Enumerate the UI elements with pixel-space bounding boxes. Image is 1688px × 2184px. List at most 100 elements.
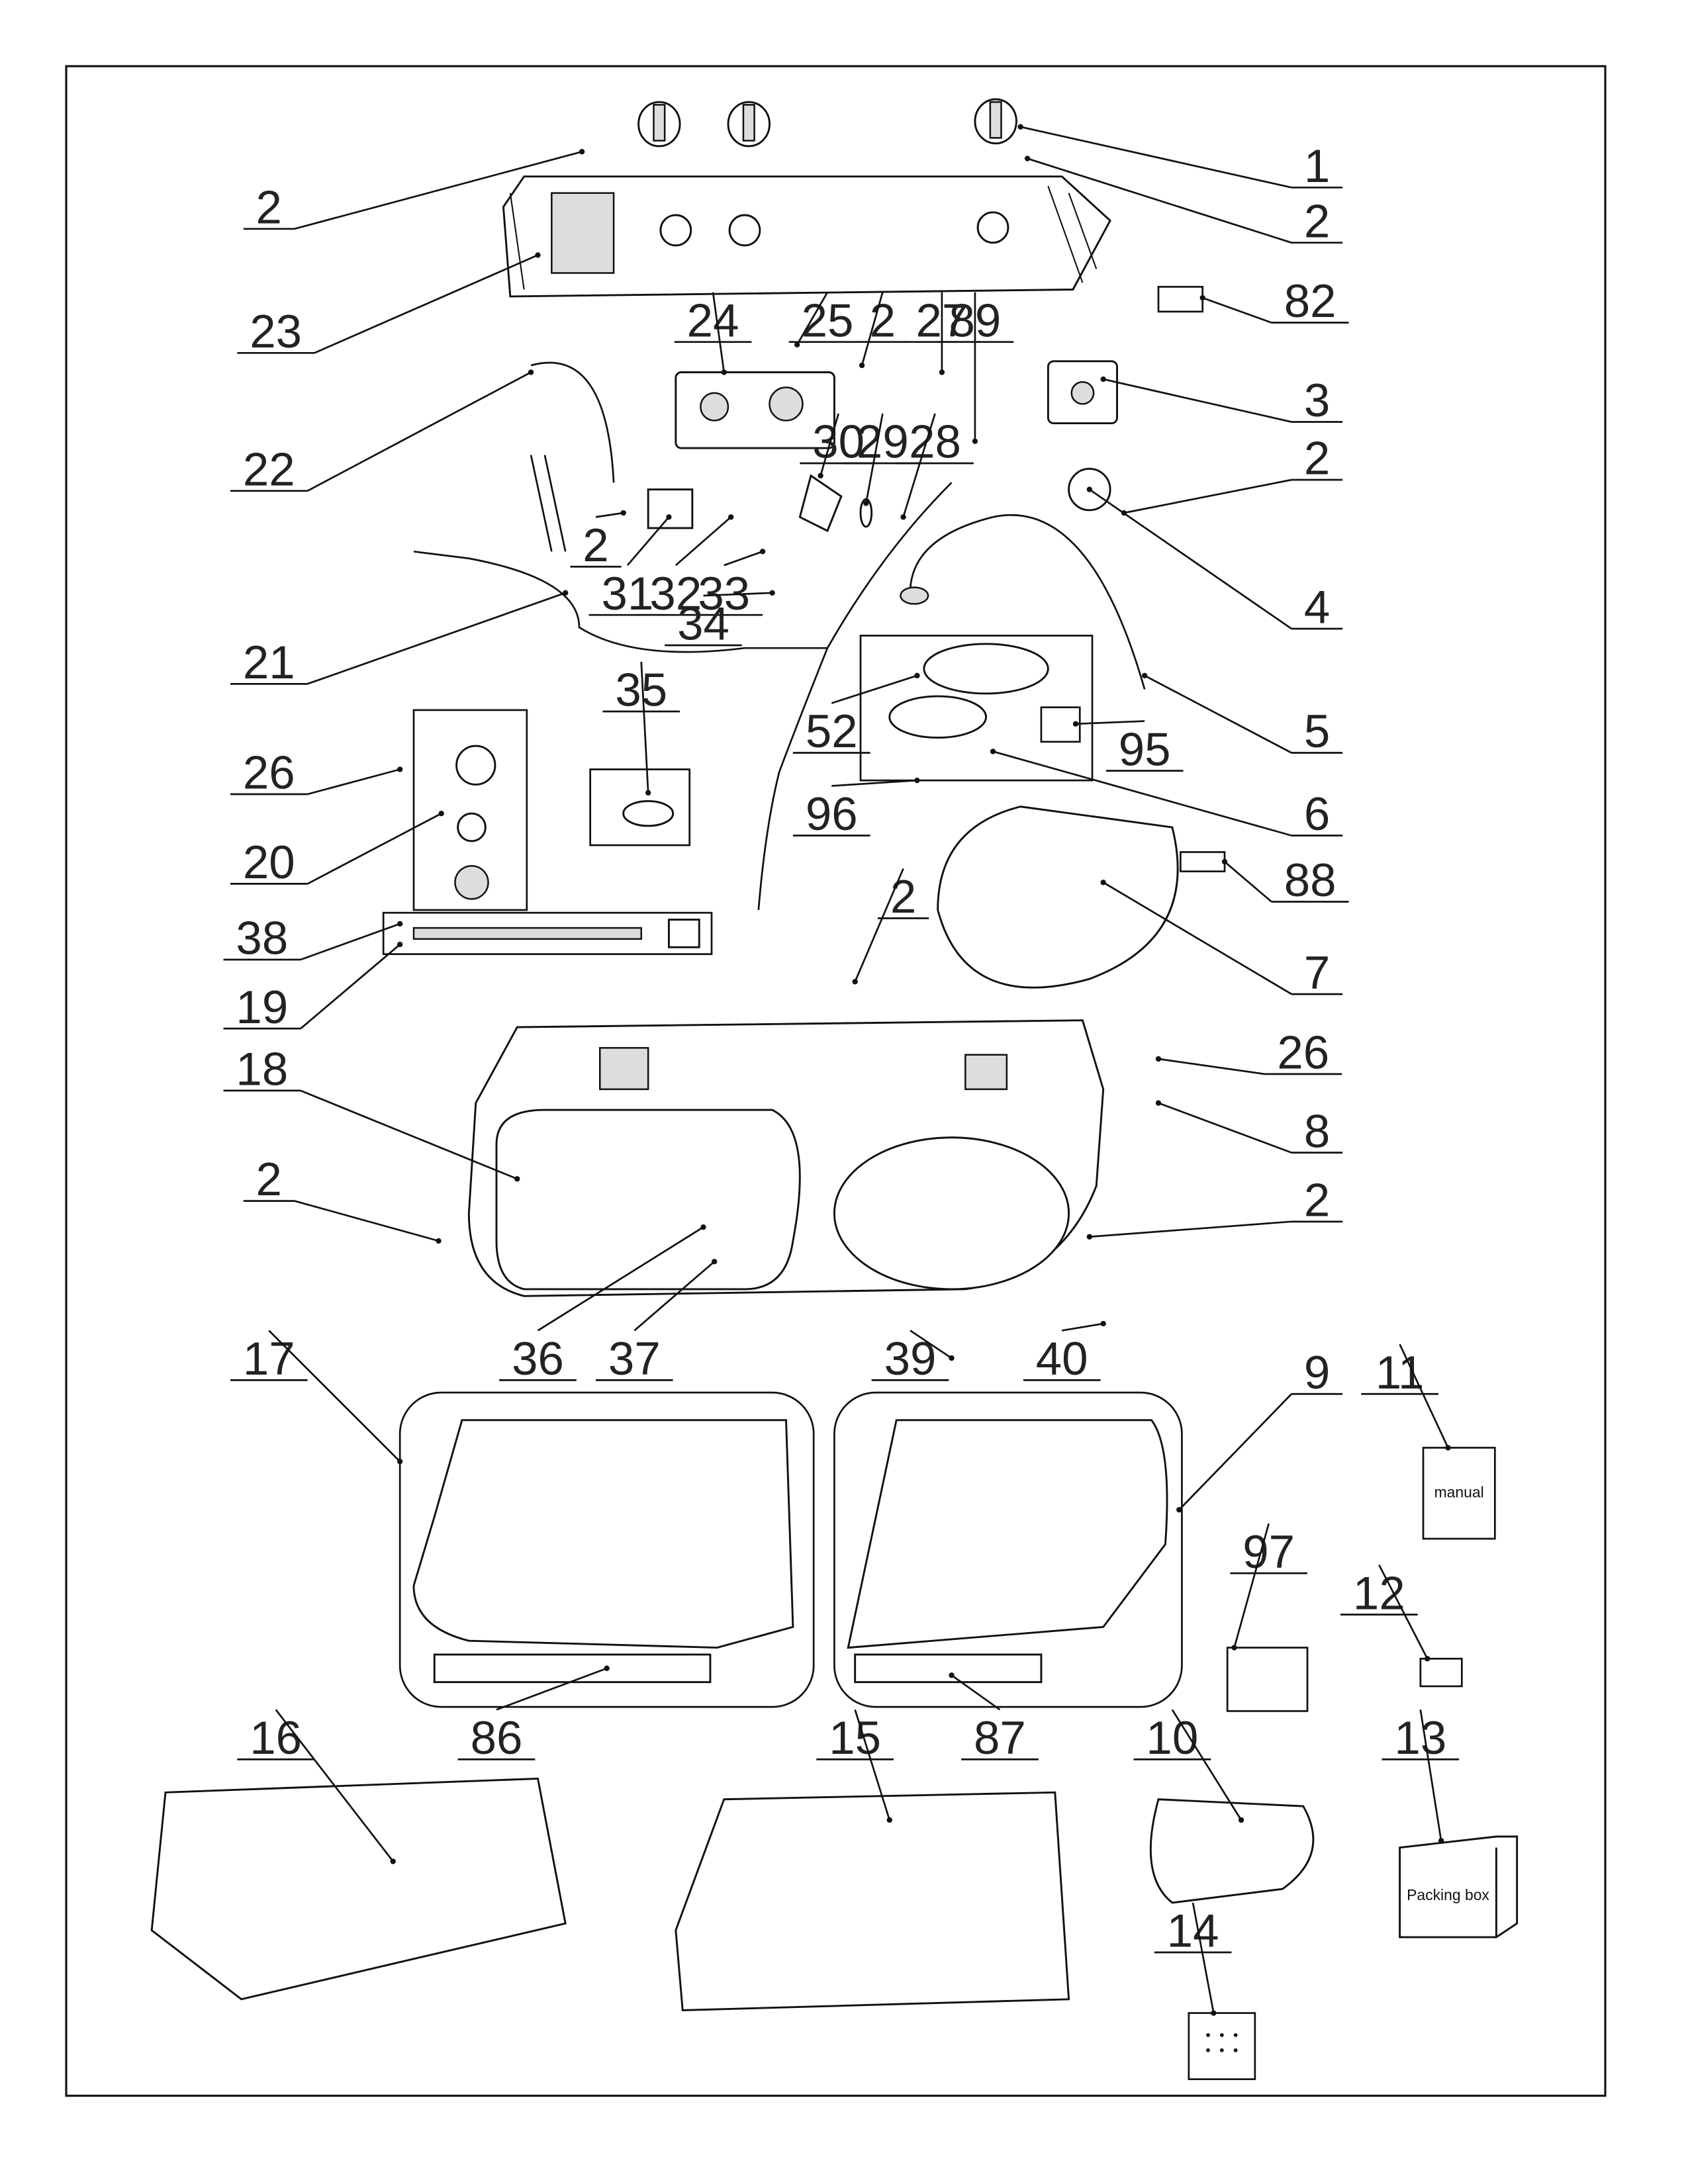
leader-line	[861, 292, 884, 366]
leader-line	[712, 292, 726, 373]
leader-dot	[397, 766, 403, 772]
callout-7: 7	[1100, 880, 1343, 999]
callout-number: 36	[512, 1333, 564, 1385]
leader-dot	[579, 149, 585, 155]
callout-number: 3	[1304, 375, 1330, 427]
leader-line	[1089, 1220, 1292, 1238]
leader-line	[300, 1089, 518, 1180]
leader-line	[675, 516, 732, 567]
callout-number: 9	[1304, 1347, 1330, 1399]
leader-dot	[712, 1259, 718, 1265]
leader-line	[314, 254, 539, 354]
callout-2: 2	[1024, 156, 1343, 248]
leader-line	[854, 868, 904, 982]
wiring-harness	[413, 361, 1146, 911]
callout-1: 1	[1017, 124, 1343, 193]
callout-number: 19	[236, 981, 288, 1034]
leader-dot	[397, 1459, 403, 1465]
leader-dot	[1445, 1445, 1451, 1451]
box-12	[1419, 1657, 1463, 1688]
callout-29: 29	[844, 413, 921, 506]
callout-22: 22	[230, 369, 534, 496]
callout-32: 32	[637, 514, 734, 620]
callout-number: 37	[608, 1333, 661, 1385]
leader-dot	[604, 1665, 610, 1671]
leader-line	[300, 944, 401, 1030]
leader-dot	[1017, 124, 1023, 130]
callout-2: 2	[243, 149, 585, 234]
leader-dot	[972, 438, 978, 444]
manual-box	[1422, 1447, 1496, 1540]
callout-number: 82	[1284, 275, 1336, 328]
callout-number: 16	[250, 1712, 302, 1764]
leader-line	[1020, 126, 1292, 189]
packing-box-text: Packing box	[1407, 1886, 1489, 1903]
leader-dot	[1176, 1507, 1182, 1513]
callout-26: 26	[230, 747, 403, 799]
leader-dot	[397, 941, 403, 948]
leader-dot	[1438, 1838, 1444, 1844]
leader-dot	[1155, 1100, 1162, 1106]
switch-31	[647, 488, 694, 529]
callout-2: 2	[857, 292, 908, 369]
callout-13: 13	[1382, 1709, 1460, 1844]
leader-line	[294, 150, 583, 230]
leader-dot	[436, 1238, 442, 1244]
callout-number: 32	[649, 568, 702, 620]
leader-dot	[900, 514, 906, 520]
leader-dot	[1199, 295, 1205, 301]
callout-35: 35	[602, 661, 680, 796]
leader-line	[910, 1330, 953, 1359]
callout-86: 86	[457, 1665, 610, 1764]
leader-dot	[769, 590, 775, 596]
callout-number: 86	[471, 1712, 523, 1764]
leader-dot	[645, 790, 651, 796]
leader-line	[306, 371, 532, 492]
leader-dot	[939, 369, 945, 375]
callout-number: 2	[256, 1154, 282, 1206]
callout-number: 31	[602, 568, 654, 620]
callout-39: 39	[871, 1330, 955, 1385]
leader-line	[703, 592, 773, 597]
callout-25: 25	[788, 291, 867, 347]
leader-line	[1233, 1523, 1270, 1648]
leader-line	[831, 779, 917, 787]
callout-24: 24	[674, 292, 752, 375]
leader-dot	[1221, 858, 1228, 865]
callout-18: 18	[223, 1044, 520, 1182]
tub-body	[467, 1019, 1105, 1297]
leader-line	[865, 413, 884, 504]
callout-number: 5	[1304, 705, 1330, 758]
callout-number: 11	[1376, 1347, 1425, 1399]
callout-20: 20	[230, 811, 444, 889]
leader-line	[820, 413, 839, 477]
leader-line	[1192, 1902, 1215, 2013]
callout-12: 12	[1340, 1564, 1430, 1662]
callout-number: 97	[1243, 1526, 1295, 1578]
callout-2: 2	[1121, 433, 1343, 516]
callout-8: 8	[1155, 1100, 1343, 1158]
callout-number: 26	[243, 747, 295, 799]
callout-38: 38	[223, 913, 403, 965]
callout-number: 25	[802, 295, 854, 347]
leader-line	[902, 413, 936, 518]
leader-line	[306, 812, 442, 885]
callout-9: 9	[1176, 1347, 1343, 1513]
leader-line	[831, 674, 917, 704]
leader-dot	[528, 369, 534, 375]
callout-number: 17	[243, 1333, 295, 1385]
leader-line	[854, 1709, 891, 1821]
leader-dot	[949, 1355, 955, 1361]
leader-line	[1419, 1709, 1442, 1841]
leader-line	[951, 1674, 1001, 1711]
callout-number: 88	[1284, 854, 1336, 907]
leader-dot	[721, 369, 727, 375]
leader-dot	[759, 549, 766, 555]
leader-dot	[1142, 672, 1148, 678]
leader-line	[1123, 478, 1292, 514]
leader-dot	[863, 500, 869, 506]
leader-line	[268, 1330, 401, 1463]
leader-dot	[794, 341, 800, 347]
leader-line	[640, 661, 649, 793]
leader-dot	[1086, 1234, 1092, 1240]
